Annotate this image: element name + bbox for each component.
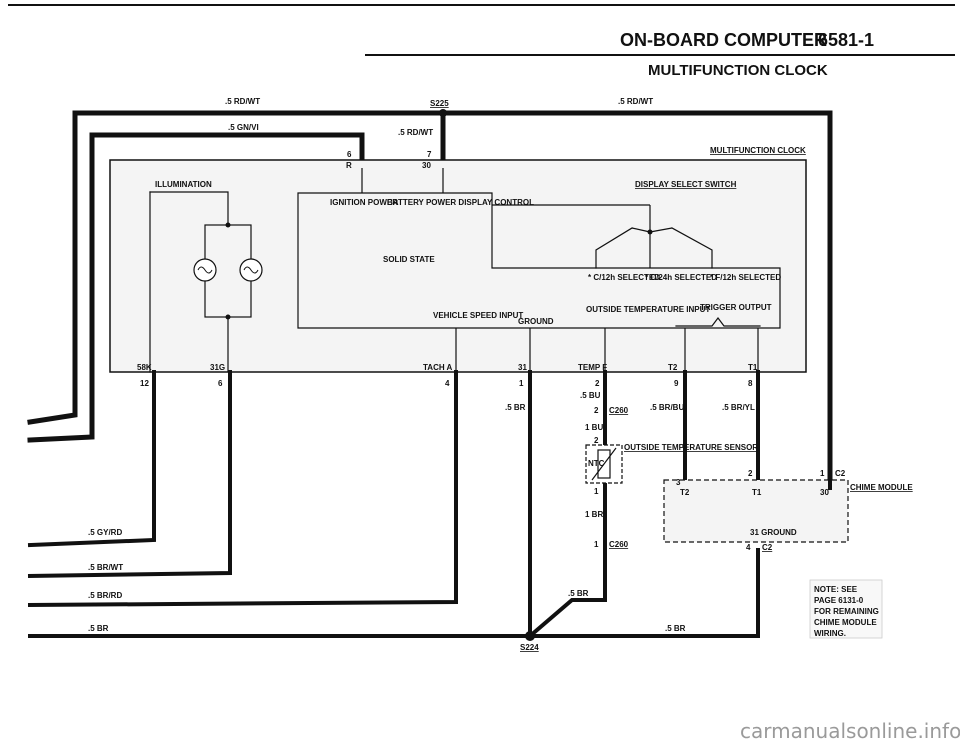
- c260-bottom-label: C260: [609, 540, 629, 549]
- page-subtitle: MULTIFUNCTION CLOCK: [648, 62, 828, 79]
- wire-label-br-rd: .5 BR/RD: [88, 591, 122, 600]
- pin-t1-number: 8: [748, 379, 753, 388]
- wire-label-br-gnd: .5 BR: [505, 403, 526, 412]
- vehicle-speed-input-label: VEHICLE SPEED INPUT: [433, 311, 523, 320]
- chime-30-label: 30: [820, 488, 829, 497]
- wire-label-rd-wt-left: .5 RD/WT: [225, 97, 260, 106]
- wire-label-bu-top: .5 BU: [580, 391, 601, 400]
- chime-pin-gnd-number: 4: [746, 543, 751, 552]
- option-f12h: * F/12h SELECTED: [710, 273, 781, 282]
- ground-label: GROUND: [518, 317, 554, 326]
- clock-module-name: MULTIFUNCTION CLOCK: [710, 146, 806, 155]
- wire-label-br-1: 1 BR: [585, 510, 603, 519]
- pin-t1-terminal: T1: [748, 363, 758, 372]
- power-feed-wires: [27, 109, 833, 481]
- note-line-2: PAGE 6131-0: [814, 596, 864, 605]
- wire-label-br-bottom-right: .5 BR: [665, 624, 686, 633]
- external-wires: [27, 370, 760, 641]
- page-title: ON-BOARD COMPUTER: [620, 30, 827, 50]
- wire-label-rd-wt-right: .5 RD/WT: [618, 97, 653, 106]
- trigger-output-symbol: [675, 317, 761, 327]
- battery-power-label: BATTERY POWER DISPLAY CONTROL: [387, 198, 534, 207]
- sensor-pin-top: 2: [594, 436, 599, 445]
- pin-tach-number: 4: [445, 379, 450, 388]
- wire-label-br-bu: .5 BR/BU: [650, 403, 684, 412]
- outside-temp-input-label: OUTSIDE TEMPERATURE INPUT: [586, 305, 710, 314]
- note-line-3: FOR REMAINING: [814, 607, 879, 616]
- pin-58k-terminal: 58K: [137, 363, 152, 372]
- wire-label-br-bottom: .5 BR: [88, 624, 109, 633]
- pin-top-30-number: 7: [427, 150, 432, 159]
- c260-bottom-pin: 1: [594, 540, 599, 549]
- illumination-bulb-right-icon: [239, 258, 263, 282]
- chime-pin-30-number: 1: [820, 469, 825, 478]
- page-number: 6581-1: [818, 30, 874, 50]
- display-select-switch-label: DISPLAY SELECT SWITCH: [635, 180, 737, 189]
- chime-t1-label: T1: [752, 488, 762, 497]
- pin-tach-terminal: TACH A: [423, 363, 453, 372]
- pin-31-number: 1: [519, 379, 524, 388]
- splice-s225-label: S225: [430, 99, 449, 108]
- pin-31g-terminal: 31G: [210, 363, 225, 372]
- note-box: [809, 579, 883, 639]
- c260-top-pin: 2: [594, 406, 599, 415]
- ntc-label: NTC: [588, 459, 605, 468]
- watermark: carmanualsonline.info: [740, 719, 960, 743]
- internal-leads: [455, 328, 759, 372]
- note-line-4: CHIME MODULE: [814, 618, 877, 627]
- sensor-pin-bottom: 1: [594, 487, 599, 496]
- wire-label-bu-1: 1 BU: [585, 423, 603, 432]
- note-line-1: NOTE: SEE: [814, 585, 858, 594]
- option-c12h: * C/12h SELECTED: [588, 273, 660, 282]
- c2-bottom-label: C2: [762, 543, 773, 552]
- solid-state-label: SOLID STATE: [383, 255, 435, 264]
- wire-label-br-diag: .5 BR: [568, 589, 589, 598]
- chime-module-box: [663, 478, 849, 543]
- trigger-output-label: TRIGGER OUTPUT: [700, 303, 772, 312]
- pin-31-terminal: 31: [518, 363, 527, 372]
- c2-top-label: C2: [835, 469, 846, 478]
- solid-state-block: [297, 168, 781, 329]
- chime-ground-label: 31 GROUND: [750, 528, 797, 537]
- note-line-5: WIRING.: [814, 629, 846, 638]
- wire-label-br-wt: .5 BR/WT: [88, 563, 123, 572]
- chime-pin-t2-number: 3: [676, 478, 681, 487]
- illumination-bulb-left-icon: [193, 258, 217, 282]
- option-c24h: * C/24h SELECTED: [645, 273, 717, 282]
- wire-label-gy-rd: .5 GY/RD: [88, 528, 122, 537]
- chime-t2-label: T2: [680, 488, 690, 497]
- wire-label-rd-wt-drop: .5 RD/WT: [398, 128, 433, 137]
- illumination-label: ILLUMINATION: [155, 180, 212, 189]
- pin-temp-terminal: TEMP F: [578, 363, 607, 372]
- chime-pin-t1-number: 2: [748, 469, 753, 478]
- pin-t2-number: 9: [674, 379, 679, 388]
- pin-31g-number: 6: [218, 379, 223, 388]
- outside-temp-sensor-box: [585, 444, 623, 540]
- splice-s224-dot: [525, 631, 535, 641]
- splice-s224-label: S224: [520, 643, 539, 652]
- pin-t2-terminal: T2: [668, 363, 678, 372]
- outside-temp-sensor-label: OUTSIDE TEMPERATURE SENSOR: [624, 443, 758, 452]
- wire-label-br-yl: .5 BR/YL: [722, 403, 755, 412]
- c260-top-label: C260: [609, 406, 629, 415]
- pin-top-r-terminal: R: [346, 161, 352, 170]
- display-select-switch-icon: [492, 204, 713, 269]
- ignition-power-label: IGNITION POWER: [330, 198, 398, 207]
- clock-module-box: [109, 159, 807, 373]
- pin-top-30-terminal: 30: [422, 161, 431, 170]
- pin-58k-number: 12: [140, 379, 149, 388]
- splice-s225-dot: [439, 109, 447, 117]
- pin-temp-number: 2: [595, 379, 600, 388]
- pin-top-r-number: 6: [347, 150, 352, 159]
- chime-module-label: CHIME MODULE: [850, 483, 913, 492]
- wire-label-gn-vi: .5 GN/VI: [228, 123, 259, 132]
